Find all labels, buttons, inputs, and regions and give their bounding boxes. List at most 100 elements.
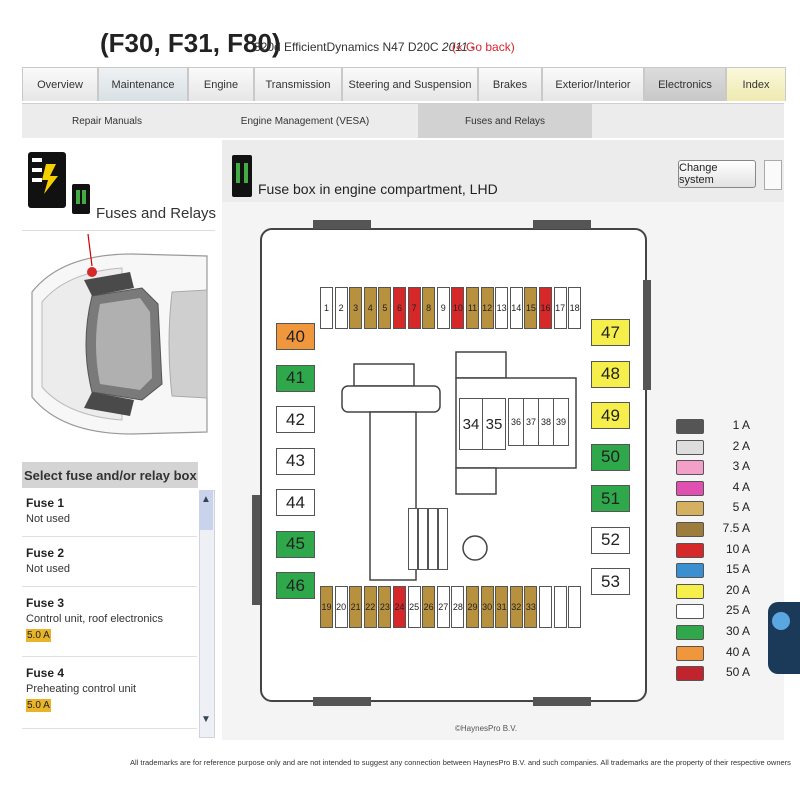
relay[interactable]: 38 xyxy=(538,398,554,446)
fuse-21[interactable]: 21 xyxy=(349,586,363,628)
fuse-9[interactable]: 9 xyxy=(436,287,450,329)
fuse-rating-badge: 5.0 A xyxy=(26,699,51,712)
fuse-29[interactable]: 29 xyxy=(466,586,479,628)
fuse-42[interactable]: 42 xyxy=(276,406,315,433)
legend-swatch xyxy=(676,460,704,476)
fuse-46[interactable]: 46 xyxy=(276,572,315,599)
fuse-40[interactable]: 40 xyxy=(276,323,315,350)
relay[interactable]: 35 xyxy=(482,398,506,450)
fuse-53[interactable]: 53 xyxy=(591,568,630,595)
mount-tab xyxy=(533,697,591,706)
fuse-32[interactable]: 32 xyxy=(509,586,523,628)
fuse-22[interactable]: 22 xyxy=(363,586,377,628)
fuse-2[interactable]: 2 xyxy=(334,287,348,329)
relay[interactable]: 36 xyxy=(508,398,524,446)
fuse-list-item[interactable]: Fuse 3 Control unit, roof electronics 5.… xyxy=(22,590,197,657)
fuse-list-item[interactable]: Fuse 2 Not used xyxy=(22,540,197,587)
fuse-13[interactable]: 13 xyxy=(495,287,509,329)
fuse-49[interactable]: 49 xyxy=(591,402,630,429)
tab-exterior-interior[interactable]: Exterior/Interior xyxy=(542,67,644,101)
relay[interactable]: 37 xyxy=(523,398,539,446)
tab-electronics[interactable]: Electronics xyxy=(644,67,726,101)
fuse-1[interactable]: 1 xyxy=(320,287,333,329)
fuse-52[interactable]: 52 xyxy=(591,526,630,554)
fuse-title: Fuse 4 xyxy=(26,666,65,680)
fuse-28[interactable]: 28 xyxy=(451,586,465,628)
tab-maintenance[interactable]: Maintenance xyxy=(98,67,188,101)
relay[interactable]: 34 xyxy=(459,398,483,450)
legend-label: 2 A xyxy=(732,438,750,453)
fuse-6[interactable]: 6 xyxy=(393,287,406,329)
fuse-16[interactable]: 16 xyxy=(539,287,552,329)
vehicle-subtitle: 320d EfficientDynamics N47 D20C 2011 - xyxy=(254,40,475,54)
fuse-23[interactable]: 23 xyxy=(378,586,392,628)
divider xyxy=(22,230,215,231)
car-topview-diagram[interactable] xyxy=(22,232,215,457)
fuse-43[interactable]: 43 xyxy=(276,447,315,475)
tab-index[interactable]: Index xyxy=(726,67,786,101)
fuse-50[interactable]: 50 xyxy=(591,443,630,471)
tab-engine[interactable]: Engine xyxy=(188,67,254,101)
fuse-list-item[interactable]: Fuse 4 Preheating control unit 5.0 A xyxy=(22,660,197,729)
fuse-15[interactable]: 15 xyxy=(524,287,538,329)
fuse-51[interactable]: 51 xyxy=(591,485,630,512)
fuse-10[interactable]: 10 xyxy=(451,287,465,329)
relay-slot xyxy=(428,508,438,570)
fuse-31[interactable]: 31 xyxy=(495,586,509,628)
fuse-44[interactable]: 44 xyxy=(276,489,315,516)
fuse-8[interactable]: 8 xyxy=(422,287,436,329)
go-back-link[interactable]: (« Go back) xyxy=(452,40,515,54)
fuse-17[interactable]: 17 xyxy=(553,287,567,329)
fuse-48[interactable]: 48 xyxy=(591,360,630,388)
legend-swatch xyxy=(676,583,704,599)
tab-transmission[interactable]: Transmission xyxy=(254,67,342,101)
print-icon[interactable] xyxy=(764,160,782,190)
help-icon[interactable] xyxy=(772,612,790,630)
fuse-spare[interactable] xyxy=(568,586,582,628)
fuse-33[interactable]: 33 xyxy=(524,586,538,628)
fuse-47[interactable]: 47 xyxy=(591,319,630,346)
fuse-41[interactable]: 41 xyxy=(276,364,315,392)
fuse-4[interactable]: 4 xyxy=(363,287,377,329)
legend-swatch xyxy=(676,645,704,661)
tab-overview[interactable]: Overview xyxy=(22,67,98,101)
legend-swatch xyxy=(676,625,704,640)
fuse-18[interactable]: 18 xyxy=(568,287,582,329)
fuse-24[interactable]: 24 xyxy=(393,586,406,628)
model-year: 2011 xyxy=(441,40,468,54)
fuse-description: Preheating control unit xyxy=(26,683,137,695)
fuse-spare[interactable] xyxy=(553,586,567,628)
mount-tab xyxy=(313,220,371,229)
relay[interactable]: 39 xyxy=(553,398,569,446)
legend-swatch xyxy=(676,563,704,579)
scroll-down-icon[interactable]: ▼ xyxy=(201,714,211,725)
fuse-rating-badge: 5.0 A xyxy=(26,629,51,642)
subtab-engine-management[interactable]: Engine Management (VESA) xyxy=(240,115,370,127)
fuse-11[interactable]: 11 xyxy=(466,287,479,329)
fuse-19[interactable]: 19 xyxy=(320,586,333,628)
fuse-30[interactable]: 30 xyxy=(480,586,494,628)
tab-brakes[interactable]: Brakes xyxy=(478,67,542,101)
fuse-14[interactable]: 14 xyxy=(509,287,523,329)
change-system-button[interactable]: Change system xyxy=(678,160,756,188)
fuse-spare[interactable] xyxy=(539,586,552,628)
scroll-up-icon[interactable]: ▲ xyxy=(201,494,211,505)
subtab-fuses-relays[interactable]: Fuses and Relays xyxy=(418,104,592,138)
fuse-45[interactable]: 45 xyxy=(276,530,315,558)
legend-label: 50 A xyxy=(725,665,750,680)
tab-steering-suspension[interactable]: Steering and Suspension xyxy=(342,67,478,101)
legend-label: 4 A xyxy=(732,479,750,494)
legend-label: 25 A xyxy=(725,603,750,618)
fuse-3[interactable]: 3 xyxy=(349,287,363,329)
scrollbar-thumb[interactable] xyxy=(199,490,213,530)
fuse-7[interactable]: 7 xyxy=(407,287,421,329)
fuse-20[interactable]: 20 xyxy=(334,586,348,628)
subtab-repair-manuals[interactable]: Repair Manuals xyxy=(71,115,143,127)
fuse-26[interactable]: 26 xyxy=(422,586,436,628)
fuse-12[interactable]: 12 xyxy=(480,287,494,329)
fuse-25[interactable]: 25 xyxy=(407,586,421,628)
legend-label: 30 A xyxy=(725,624,750,638)
fuse-27[interactable]: 27 xyxy=(436,586,450,628)
fuse-5[interactable]: 5 xyxy=(378,287,392,329)
fuse-list-item[interactable]: Fuse 1 Not used xyxy=(22,490,197,537)
